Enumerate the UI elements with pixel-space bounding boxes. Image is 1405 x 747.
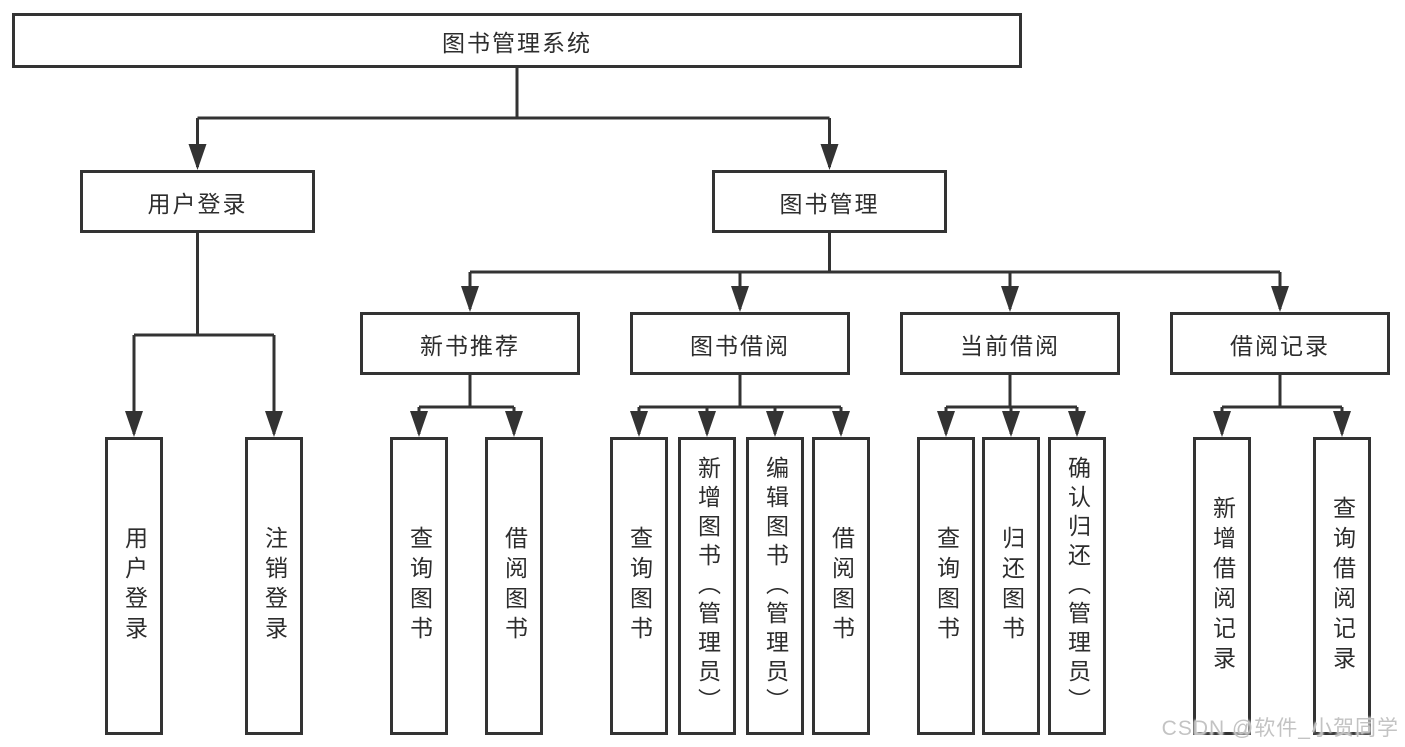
leaf-borrow-books-borrow: 借阅图书 xyxy=(812,437,870,735)
node-book-management-system: 图书管理系统 xyxy=(12,13,1022,68)
leaf-confirm-return-admin: 确认归还（管理员） xyxy=(1048,437,1106,735)
node-book-management: 图书管理 xyxy=(712,170,947,233)
csdn-watermark: CSDN @软件_小贺同学 xyxy=(1161,717,1399,740)
leaf-query-books-borrow: 查询图书 xyxy=(610,437,668,735)
leaf-query-books-recommend: 查询图书 xyxy=(390,437,448,735)
leaf-logout: 注销登录 xyxy=(245,437,303,735)
leaf-add-borrow-record: 新增借阅记录 xyxy=(1193,437,1251,735)
leaf-query-borrow-record: 查询借阅记录 xyxy=(1313,437,1371,735)
node-book-borrow: 图书借阅 xyxy=(630,312,850,375)
node-user-login-group: 用户登录 xyxy=(80,170,315,233)
leaf-user-login: 用户登录 xyxy=(105,437,163,735)
leaf-query-books-current: 查询图书 xyxy=(917,437,975,735)
connector-paths xyxy=(132,68,1344,434)
leaf-add-book-admin: 新增图书（管理员） xyxy=(678,437,736,735)
leaf-return-book: 归还图书 xyxy=(982,437,1040,735)
leaf-edit-book-admin: 编辑图书（管理员） xyxy=(746,437,804,735)
node-borrow-records: 借阅记录 xyxy=(1170,312,1390,375)
leaf-borrow-books-recommend: 借阅图书 xyxy=(485,437,543,735)
node-current-borrow: 当前借阅 xyxy=(900,312,1120,375)
node-new-book-recommend: 新书推荐 xyxy=(360,312,580,375)
